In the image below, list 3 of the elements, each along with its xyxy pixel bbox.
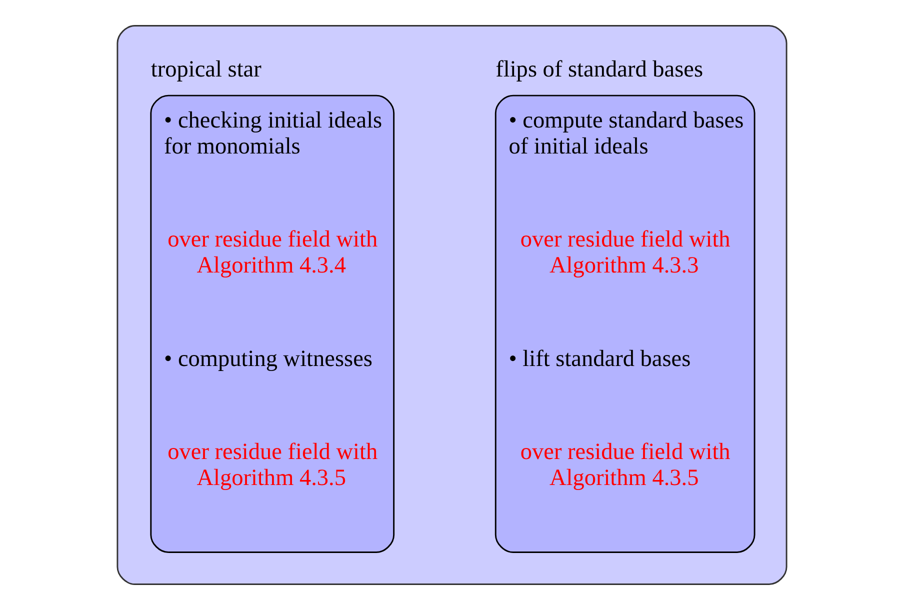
node-label: tropical star [150,56,261,82]
node-label: flips of standard bases [495,56,703,82]
cluster [116,25,787,585]
